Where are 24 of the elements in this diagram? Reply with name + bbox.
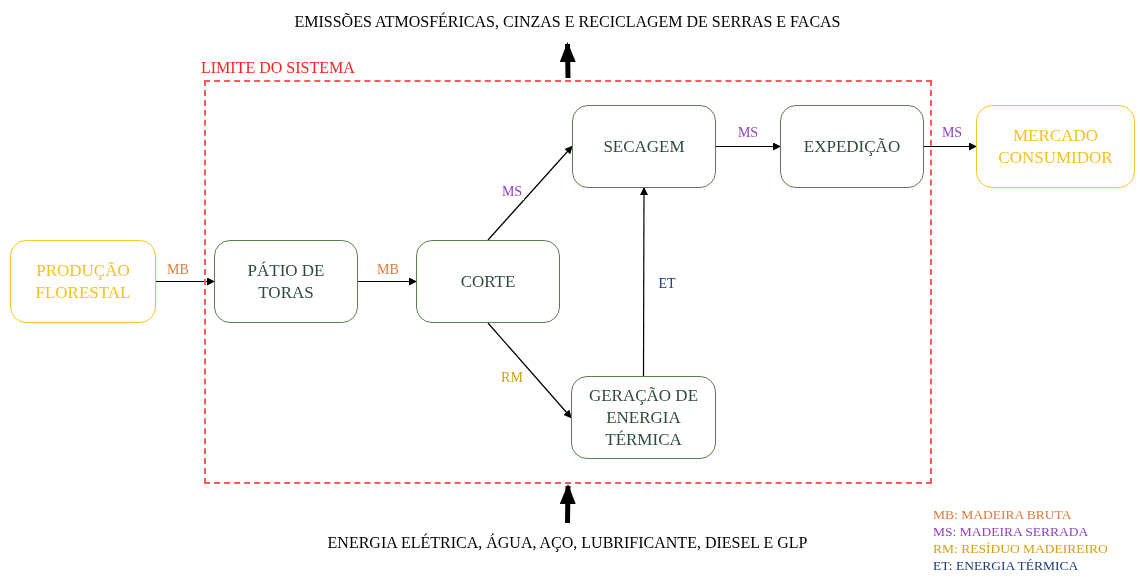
boundary-label: LIMITE DO SISTEMA bbox=[201, 58, 355, 78]
legend-entry: MS: MADEIRA SERRADA bbox=[933, 523, 1090, 540]
arrow bbox=[715, 142, 781, 151]
thick-arrow bbox=[559, 42, 576, 79]
arrow bbox=[155, 277, 215, 286]
process-box: PÁTIO DE TORAS bbox=[214, 240, 358, 323]
arrow bbox=[640, 187, 648, 377]
flow-text: EMISSÕES ATMOSFÉRICAS, CINZAS E RECICLAGEM DE SERRAS E FACAS bbox=[230, 10, 905, 34]
external-box: PRODUÇÃO FLORESTAL bbox=[10, 240, 156, 323]
process-box: EXPEDIÇÃO bbox=[780, 105, 924, 188]
process-box: SECAGEM bbox=[572, 105, 716, 188]
external-box: MERCADO CONSUMIDOR bbox=[976, 105, 1135, 188]
legend-entry: MB: MADEIRA BRUTA bbox=[933, 506, 1073, 523]
legend-entry: RM: RESÍDUO MADEIREIRO bbox=[933, 540, 1108, 557]
arrow bbox=[487, 322, 572, 419]
thick-arrow bbox=[559, 484, 576, 524]
arrow bbox=[357, 277, 417, 286]
flow-text: ENERGIA ELÉTRICA, ÁGUA, AÇO, LUBRIFICANTE, DIESEL E GLP bbox=[270, 531, 865, 555]
process-box: GERAÇÃO DE ENERGIA TÉRMICA bbox=[571, 376, 716, 459]
process-box: CORTE bbox=[416, 240, 560, 323]
edge-label: MS bbox=[499, 184, 525, 200]
legend-entry: ET: ENERGIA TÉRMICA bbox=[933, 557, 1080, 574]
arrow bbox=[923, 142, 977, 151]
arrow bbox=[487, 145, 573, 241]
